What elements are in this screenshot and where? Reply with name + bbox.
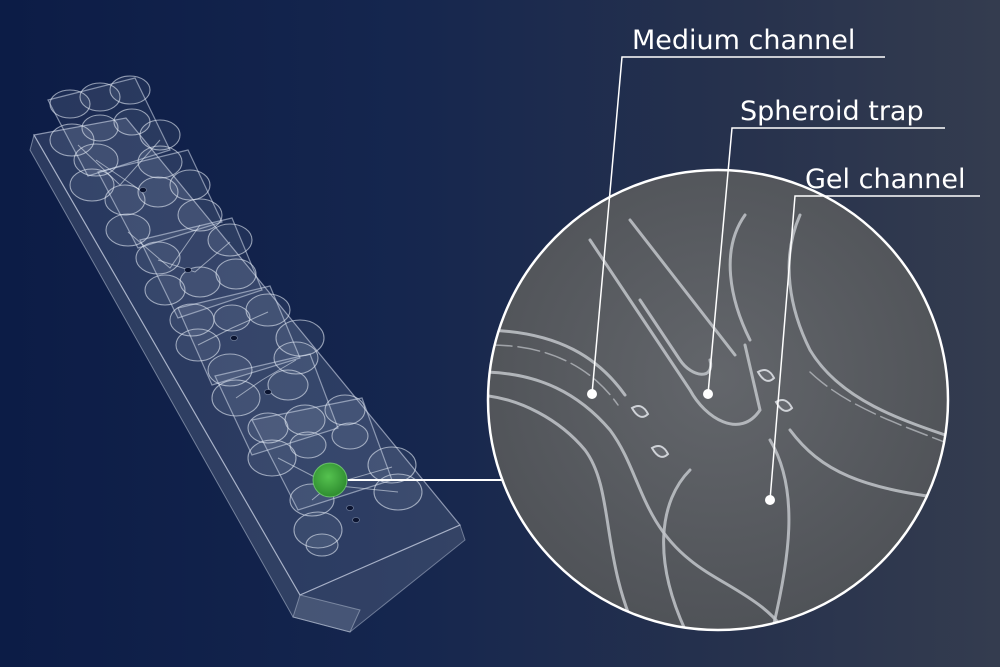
- label-spheroid-trap: Spheroid trap: [740, 96, 924, 127]
- label-medium-channel: Medium channel: [632, 25, 855, 56]
- callout-medium-channel: Medium channel: [587, 25, 885, 399]
- leader-line-spheroid-trap: [707, 127, 945, 395]
- marker-gel-channel: [765, 495, 775, 505]
- well-block-4: [177, 285, 301, 386]
- well-block-5: [214, 353, 339, 456]
- highlighted-trap-marker: [312, 462, 348, 498]
- callout-spheroid-trap: Spheroid trap: [703, 96, 945, 399]
- leader-line-medium-channel: [591, 56, 885, 395]
- leader-line-gel-channel: [769, 195, 980, 501]
- magnified-view-border: [486, 168, 950, 632]
- microfluidic-chip: [29, 75, 466, 633]
- magnified-view: [486, 168, 950, 632]
- callout-gel-channel: Gel channel: [765, 164, 980, 505]
- marker-spheroid-trap: [703, 389, 713, 399]
- chip-top-face: [33, 117, 461, 596]
- well-block-3: [139, 217, 263, 319]
- label-gel-channel: Gel channel: [805, 164, 965, 195]
- marker-medium-channel: [587, 389, 597, 399]
